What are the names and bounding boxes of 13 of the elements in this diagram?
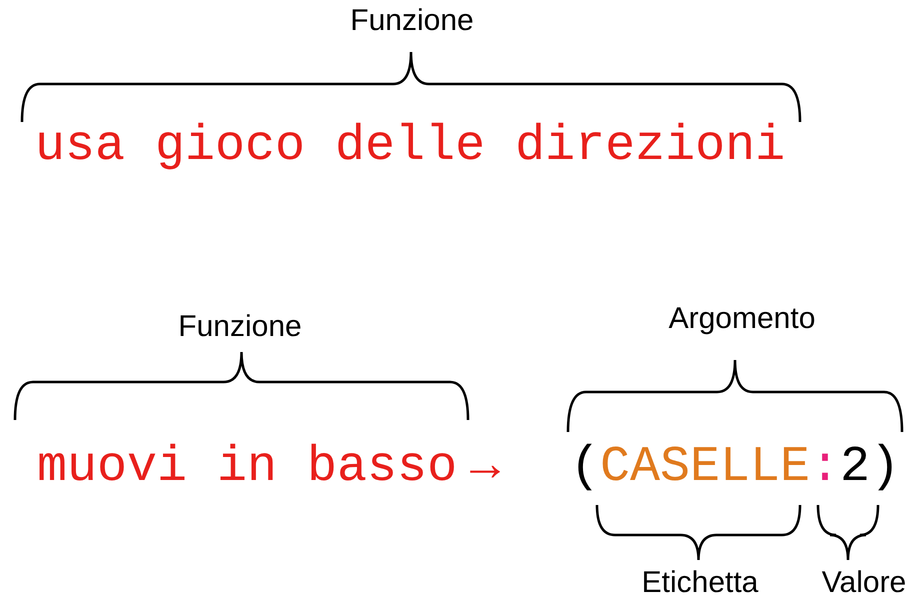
- arrow-symbol: →: [470, 443, 500, 493]
- code-text: usa gioco delle direzioni: [35, 122, 786, 172]
- value-label: Valore: [822, 568, 906, 598]
- function-label: Funzione: [350, 6, 474, 36]
- label-keyword: CASELLE: [600, 443, 810, 493]
- argument-label: Argomento: [668, 304, 816, 334]
- value-number: 2: [840, 443, 870, 493]
- tag-label: Etichetta: [642, 568, 758, 598]
- parenthesis: ): [870, 443, 900, 493]
- colon-symbol: :: [810, 443, 840, 493]
- code-text: muovi in basso: [37, 443, 458, 493]
- parenthesis: (: [570, 443, 600, 493]
- function-label: Funzione: [178, 312, 302, 342]
